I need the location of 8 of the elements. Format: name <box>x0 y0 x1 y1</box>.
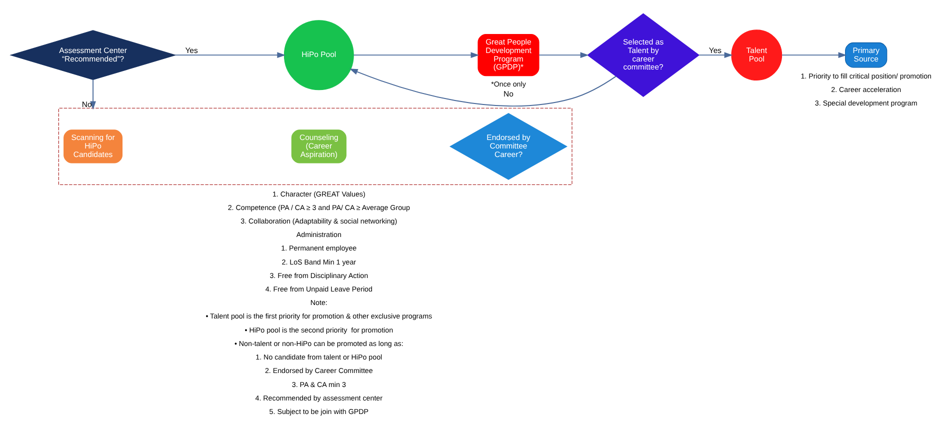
arrow <box>698 52 733 58</box>
arrow <box>174 52 286 58</box>
arrow <box>353 52 480 58</box>
arrow <box>90 79 96 110</box>
cluster <box>58 108 572 186</box>
arrow <box>349 68 616 107</box>
arrow <box>538 52 589 58</box>
arrow <box>782 52 847 58</box>
